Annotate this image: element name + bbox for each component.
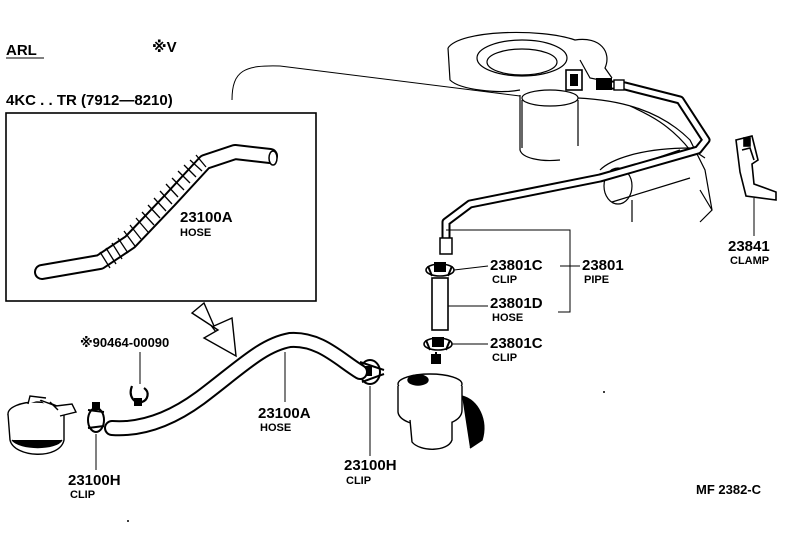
inset-hose-drawing <box>34 144 278 280</box>
applicability-leader <box>231 65 521 101</box>
clip-left-name: CLIP <box>70 489 95 501</box>
pipe-number: 23801 <box>582 257 624 274</box>
hose-short-number: 23801D <box>490 295 543 312</box>
fuel-pump <box>397 373 485 450</box>
clip-upper-leader <box>453 265 489 271</box>
clip-lower-number: 23801C <box>490 335 543 352</box>
hose-main-number: 23100A <box>258 405 311 422</box>
inset-arrow-head <box>190 301 237 358</box>
inset-box <box>5 112 317 302</box>
fuel-pipe <box>439 78 711 255</box>
clip-lower <box>423 337 453 364</box>
clamp-name: CLAMP <box>730 255 769 267</box>
clip-right-number: 23100H <box>344 457 397 474</box>
inset-part-name: HOSE <box>180 227 211 239</box>
pipe-name: PIPE <box>584 274 609 286</box>
optional-clip-number: ※90464-00090 <box>80 335 169 350</box>
applicability-label: 4KC . . TR (7912—8210) <box>6 92 173 109</box>
hose-short-name: HOSE <box>492 312 523 324</box>
engine-outline <box>447 31 713 223</box>
clip-upper <box>425 262 455 277</box>
speck <box>603 391 605 393</box>
clip-upper-name: CLIP <box>492 274 517 286</box>
inset-part-number: 23100A <box>180 209 233 226</box>
short-hose <box>431 277 449 331</box>
clamp-number: 23841 <box>728 238 770 255</box>
figure-reference: MF 2382-C <box>696 482 762 497</box>
clip-upper-number: 23801C <box>490 257 543 274</box>
clamp-bracket <box>735 135 777 201</box>
variant-mark: ※V <box>152 38 177 56</box>
model-code: ARL <box>6 42 37 59</box>
pipe-callout-bracket <box>446 229 571 313</box>
engine-nipple <box>565 69 583 91</box>
clip-left-number: 23100H <box>68 472 121 489</box>
speck <box>127 520 129 522</box>
clip-right-name: CLIP <box>346 475 371 487</box>
clip-lower-name: CLIP <box>492 352 517 364</box>
optional-clip <box>129 385 149 406</box>
main-hose <box>104 331 368 437</box>
fuel-filter <box>7 395 78 455</box>
hose-main-name: HOSE <box>260 422 291 434</box>
clip-left <box>87 402 105 433</box>
